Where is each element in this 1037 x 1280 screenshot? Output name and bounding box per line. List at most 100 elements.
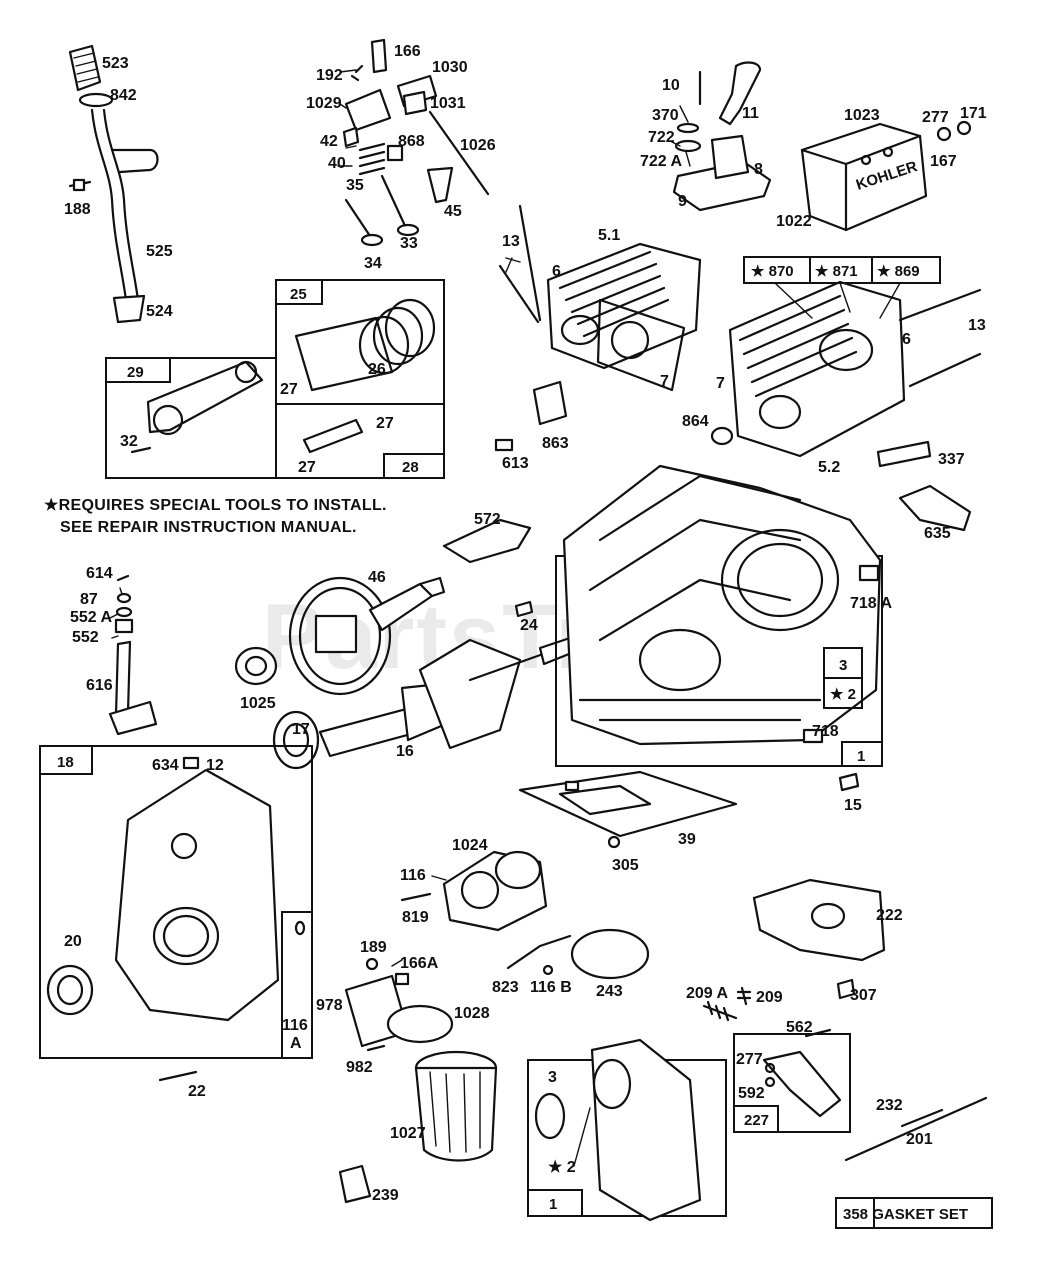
label-33: 33 bbox=[400, 235, 418, 252]
bolt-22[interactable] bbox=[158, 1070, 198, 1082]
crankshaft[interactable] bbox=[318, 636, 576, 758]
label-192: 192 bbox=[316, 67, 343, 84]
gasket-set-box[interactable] bbox=[835, 1197, 993, 1229]
spring-232[interactable] bbox=[900, 1108, 944, 1128]
label-26: 26 bbox=[368, 361, 386, 378]
closure-plate-box-18[interactable] bbox=[39, 745, 313, 1059]
oil-pan-gasket-39[interactable] bbox=[518, 770, 738, 838]
label-635: 635 bbox=[924, 525, 951, 542]
svg-text:1: 1 bbox=[857, 748, 865, 765]
oil-filter-1027[interactable] bbox=[414, 1050, 498, 1162]
svg-text:358 GASKET SET: 358 GASKET SET bbox=[843, 1206, 968, 1223]
label-116: 116 bbox=[400, 867, 426, 884]
label-12: 12 bbox=[206, 757, 224, 774]
label-6a: 6 bbox=[552, 263, 561, 280]
label-1028: 1028 bbox=[454, 1005, 490, 1022]
label-239: 239 bbox=[372, 1187, 399, 1204]
governor-shaft-parts[interactable] bbox=[108, 574, 158, 736]
label-11: 11 bbox=[742, 105, 759, 122]
label-27c: 27 bbox=[298, 459, 316, 476]
spring-209[interactable] bbox=[736, 986, 752, 1006]
cylinder-head-5-2[interactable] bbox=[710, 280, 982, 458]
label-39: 39 bbox=[678, 831, 696, 848]
label-171: 171 bbox=[960, 105, 987, 122]
label-46: 46 bbox=[368, 569, 386, 586]
leader-lines bbox=[109, 69, 691, 1167]
dipstick-tube[interactable] bbox=[68, 44, 159, 324]
label-87: 87 bbox=[80, 591, 98, 608]
svg-text:25: 25 bbox=[290, 286, 307, 303]
special-tool-boxes bbox=[743, 256, 941, 319]
label-167: 167 bbox=[930, 153, 957, 170]
label-613: 613 bbox=[502, 455, 529, 472]
label-45: 45 bbox=[444, 203, 462, 220]
crankcase-rear-box-1[interactable] bbox=[527, 1038, 727, 1222]
valve-cover[interactable]: KOHLER bbox=[800, 120, 972, 232]
label-277b: 277 bbox=[736, 1051, 763, 1068]
label-592: 592 bbox=[738, 1085, 765, 1102]
oil-pump-1024[interactable] bbox=[400, 850, 548, 932]
exhaust-gasket-863[interactable] bbox=[532, 380, 568, 426]
label-722: 722 bbox=[648, 129, 675, 146]
governor-link-201[interactable] bbox=[844, 1096, 988, 1162]
box-labels: 25 29 28 18 1 1 227 3 ★ 2 ★ 870 ★ 871 ★ … bbox=[57, 263, 968, 1223]
label-718a: 718 A bbox=[850, 595, 893, 612]
breather-reed-572[interactable] bbox=[442, 518, 532, 564]
valve-train-parts[interactable] bbox=[342, 38, 490, 247]
svg-text:★ 871: ★ 871 bbox=[815, 263, 858, 280]
svg-text:227: 227 bbox=[744, 1112, 769, 1129]
label-6b: 6 bbox=[902, 331, 911, 348]
label-7a: 7 bbox=[660, 373, 669, 390]
throttle-lever-box-227[interactable] bbox=[733, 1028, 851, 1133]
breather-assembly[interactable] bbox=[672, 61, 772, 212]
spark-plug-boot[interactable] bbox=[898, 484, 972, 532]
label-982: 982 bbox=[346, 1059, 373, 1076]
oil-line-243[interactable] bbox=[506, 928, 650, 980]
label-1030: 1030 bbox=[432, 59, 468, 76]
svg-text:SEE REPAIR INSTRUCTION MANUAL.: SEE REPAIR INSTRUCTION MANUAL. bbox=[60, 519, 357, 536]
crankcase-box-1[interactable] bbox=[555, 464, 883, 767]
label-166: 166 bbox=[394, 43, 421, 60]
svg-text:★ 2: ★ 2 bbox=[830, 686, 856, 703]
callout-labels: 523 842 188 525 524 166 192 1030 1029 10… bbox=[64, 43, 987, 1204]
label-16: 16 bbox=[396, 743, 414, 760]
label-863: 863 bbox=[542, 435, 569, 452]
svg-text:★ 870: ★ 870 bbox=[751, 263, 794, 280]
bearing-17[interactable] bbox=[272, 710, 320, 770]
svg-text:1: 1 bbox=[549, 1196, 557, 1213]
label-22: 22 bbox=[188, 1083, 206, 1100]
oil-seal-1025[interactable] bbox=[234, 646, 278, 686]
label-819: 819 bbox=[402, 909, 429, 926]
oil-drain-plug-239[interactable] bbox=[338, 1164, 372, 1204]
head-gasket-left[interactable] bbox=[596, 298, 686, 392]
label-7b: 7 bbox=[716, 375, 725, 392]
svg-text:18: 18 bbox=[57, 754, 74, 771]
label-1026: 1026 bbox=[460, 137, 496, 154]
key-24[interactable] bbox=[514, 600, 534, 618]
spark-plug[interactable] bbox=[876, 440, 932, 468]
svg-text:★ 869: ★ 869 bbox=[877, 263, 920, 280]
label-15: 15 bbox=[844, 797, 862, 814]
label-277a: 277 bbox=[922, 109, 949, 126]
piston-kit-box-25[interactable] bbox=[275, 279, 445, 479]
control-bracket-222[interactable] bbox=[752, 878, 886, 1000]
label-209a: 209 A bbox=[686, 985, 729, 1002]
camshaft[interactable] bbox=[288, 576, 446, 696]
label-552: 552 bbox=[72, 629, 99, 646]
connecting-rod-box-29[interactable] bbox=[105, 357, 277, 479]
label-209: 209 bbox=[756, 989, 783, 1006]
oil-filter-adapter[interactable] bbox=[344, 957, 454, 1052]
spring-209a[interactable] bbox=[702, 1000, 738, 1022]
cylinder-head-5-1[interactable] bbox=[498, 204, 702, 370]
svg-text:29: 29 bbox=[127, 364, 144, 381]
pipe-plug-15[interactable] bbox=[838, 772, 860, 792]
label-524: 524 bbox=[146, 303, 173, 320]
label-34: 34 bbox=[364, 255, 382, 272]
label-13a: 13 bbox=[502, 233, 520, 250]
label-370: 370 bbox=[652, 107, 679, 124]
label-868: 868 bbox=[398, 133, 425, 150]
label-222: 222 bbox=[876, 907, 903, 924]
label-562: 562 bbox=[786, 1019, 813, 1036]
label-5-2: 5.2 bbox=[818, 459, 840, 476]
label-842: 842 bbox=[110, 87, 137, 104]
